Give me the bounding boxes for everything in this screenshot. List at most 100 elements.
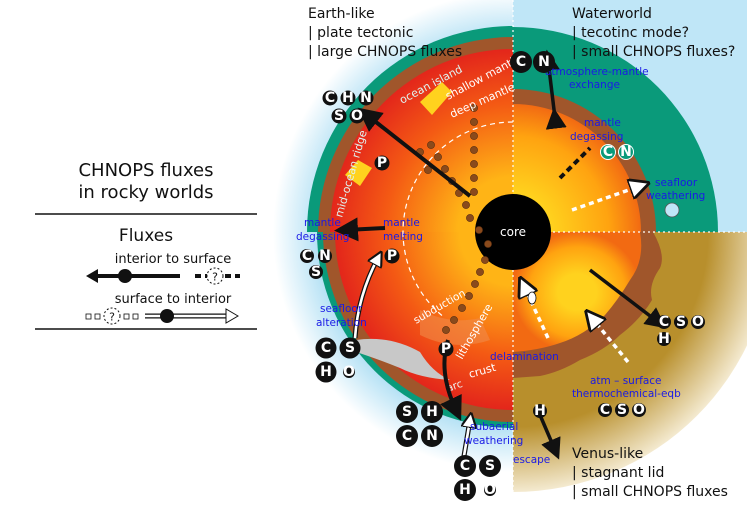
legend-title-1: CHNOPS fluxes (78, 160, 213, 181)
earth-mantle (330, 49, 513, 232)
elements-water-degassing: C N (600, 144, 634, 160)
svg-text:S: S (345, 340, 355, 356)
core (475, 194, 551, 270)
svg-text:H: H (658, 331, 670, 347)
label-mantle-degassing-1: mantle (304, 217, 341, 229)
label-mantle-melting-2: melting (383, 231, 423, 243)
elements-subaerial: C S H O (454, 455, 501, 501)
venus-title: Venus-like (572, 446, 643, 462)
core-label: core (500, 225, 526, 239)
arrow-delamination (524, 286, 550, 339)
venus-line1: | stagnant lid (572, 465, 664, 481)
svg-text:S: S (402, 404, 412, 420)
svg-text:O: O (351, 108, 363, 124)
svg-text:O: O (692, 314, 704, 330)
svg-text:S: S (311, 264, 321, 280)
svg-text:C: C (402, 428, 412, 444)
elements-venus-degas: C S O H (657, 314, 705, 347)
venus-line2: | small CHNOPS fluxes (572, 484, 728, 500)
svg-text:P: P (387, 248, 397, 264)
svg-text:C: C (603, 144, 613, 160)
legend-title-2: in rocky worlds (78, 182, 213, 203)
svg-text:N: N (426, 428, 438, 444)
svg-text:O: O (633, 402, 645, 418)
svg-text:C: C (659, 314, 669, 330)
svg-text:H: H (459, 482, 471, 498)
svg-text:H: H (426, 404, 438, 420)
earth-line1: | plate tectonic (308, 25, 413, 41)
legend-q2: ? (109, 311, 115, 324)
legend-fluxes: Fluxes (119, 226, 173, 246)
svg-text:O: O (484, 482, 496, 498)
label-seafloor-alteration-1: seafloor (320, 303, 363, 315)
svg-text:C: C (600, 402, 610, 418)
element-p-arc: P (438, 341, 454, 357)
element-p-ocean: P (374, 155, 390, 171)
svg-text:S: S (617, 402, 627, 418)
label-subaerial-1: subaerial (470, 421, 518, 433)
label-water-degassing-1: mantle (584, 117, 621, 129)
elements-mantle-degassing: C N S (300, 248, 332, 280)
legend-surface-label: surface to interior (115, 292, 232, 307)
arrow-ocean-island (357, 107, 472, 198)
label-delamination: delamination (490, 351, 559, 363)
svg-text:O: O (343, 364, 355, 380)
svg-text:N: N (319, 248, 331, 264)
svg-text:C: C (321, 340, 331, 356)
plume-patch (420, 82, 452, 115)
label-atm-mantle-1: atmosphere-mantle (545, 66, 649, 78)
legend: CHNOPS fluxes in rocky worlds Fluxes int… (35, 160, 257, 330)
elements-seafloor-alteration: C S H O (315, 337, 361, 383)
label-seafloor-weathering-2: weathering (646, 190, 705, 202)
arrow-thermochem (592, 318, 630, 364)
element-p-melting: P (384, 248, 400, 264)
label-thermo-2: thermochemical-eqb (572, 388, 681, 400)
svg-text:C: C (516, 54, 526, 70)
elements-thermochem: C S O (598, 402, 646, 418)
arc-volcano (356, 338, 450, 380)
svg-text:C: C (325, 90, 335, 106)
svg-text:S: S (334, 108, 344, 124)
svg-text:H: H (534, 403, 546, 419)
arrow-mantle-degassing (334, 217, 386, 242)
elements-waterworld: C N (510, 51, 555, 73)
seafloor-weathering-marker (664, 202, 680, 218)
arrow-escape (538, 414, 561, 460)
elements-arc: S H C N (396, 401, 443, 447)
label-thermo-1: atm – surface (590, 375, 662, 387)
elements-ocean-island: C H N S O (322, 90, 374, 124)
label-seafloor-alteration-2: alteration (316, 317, 367, 329)
svg-text:P: P (441, 341, 451, 357)
svg-text:S: S (676, 314, 686, 330)
label-seafloor-weathering-1: seafloor (655, 177, 698, 189)
arrow-seafloor-alteration (353, 258, 378, 339)
label-subaerial-2: weathering (464, 435, 523, 447)
label-mantle-degassing-2: degassing (296, 231, 349, 243)
svg-text:C: C (302, 248, 312, 264)
legend-interior-label: interior to surface (115, 252, 232, 267)
label-atm-mantle-2: exchange (569, 79, 620, 91)
element-escape-h: H (533, 403, 547, 419)
label-water-degassing-2: degassing (570, 131, 623, 143)
svg-text:N: N (620, 144, 632, 160)
venus-mantle (513, 232, 642, 352)
legend-q1: ? (212, 271, 218, 284)
svg-text:N: N (360, 90, 372, 106)
svg-text:H: H (320, 364, 332, 380)
earth-line2: | large CHNOPS fluxes (308, 44, 462, 60)
arrow-seafloor-weathering (571, 186, 640, 212)
earth-title: Earth-like (308, 6, 375, 22)
label-mantle-melting-1: mantle (383, 217, 420, 229)
water-line1: | tecotinc mode? (572, 25, 689, 41)
svg-text:S: S (485, 458, 495, 474)
svg-text:C: C (460, 458, 470, 474)
water-title: Waterworld (572, 6, 652, 22)
arrow-venus-degas (588, 268, 667, 329)
svg-text:H: H (342, 90, 354, 106)
svg-text:P: P (377, 155, 387, 171)
svg-text:N: N (538, 54, 550, 70)
arrow-water-degassing (558, 146, 592, 180)
waterworld-mantle (513, 104, 641, 232)
